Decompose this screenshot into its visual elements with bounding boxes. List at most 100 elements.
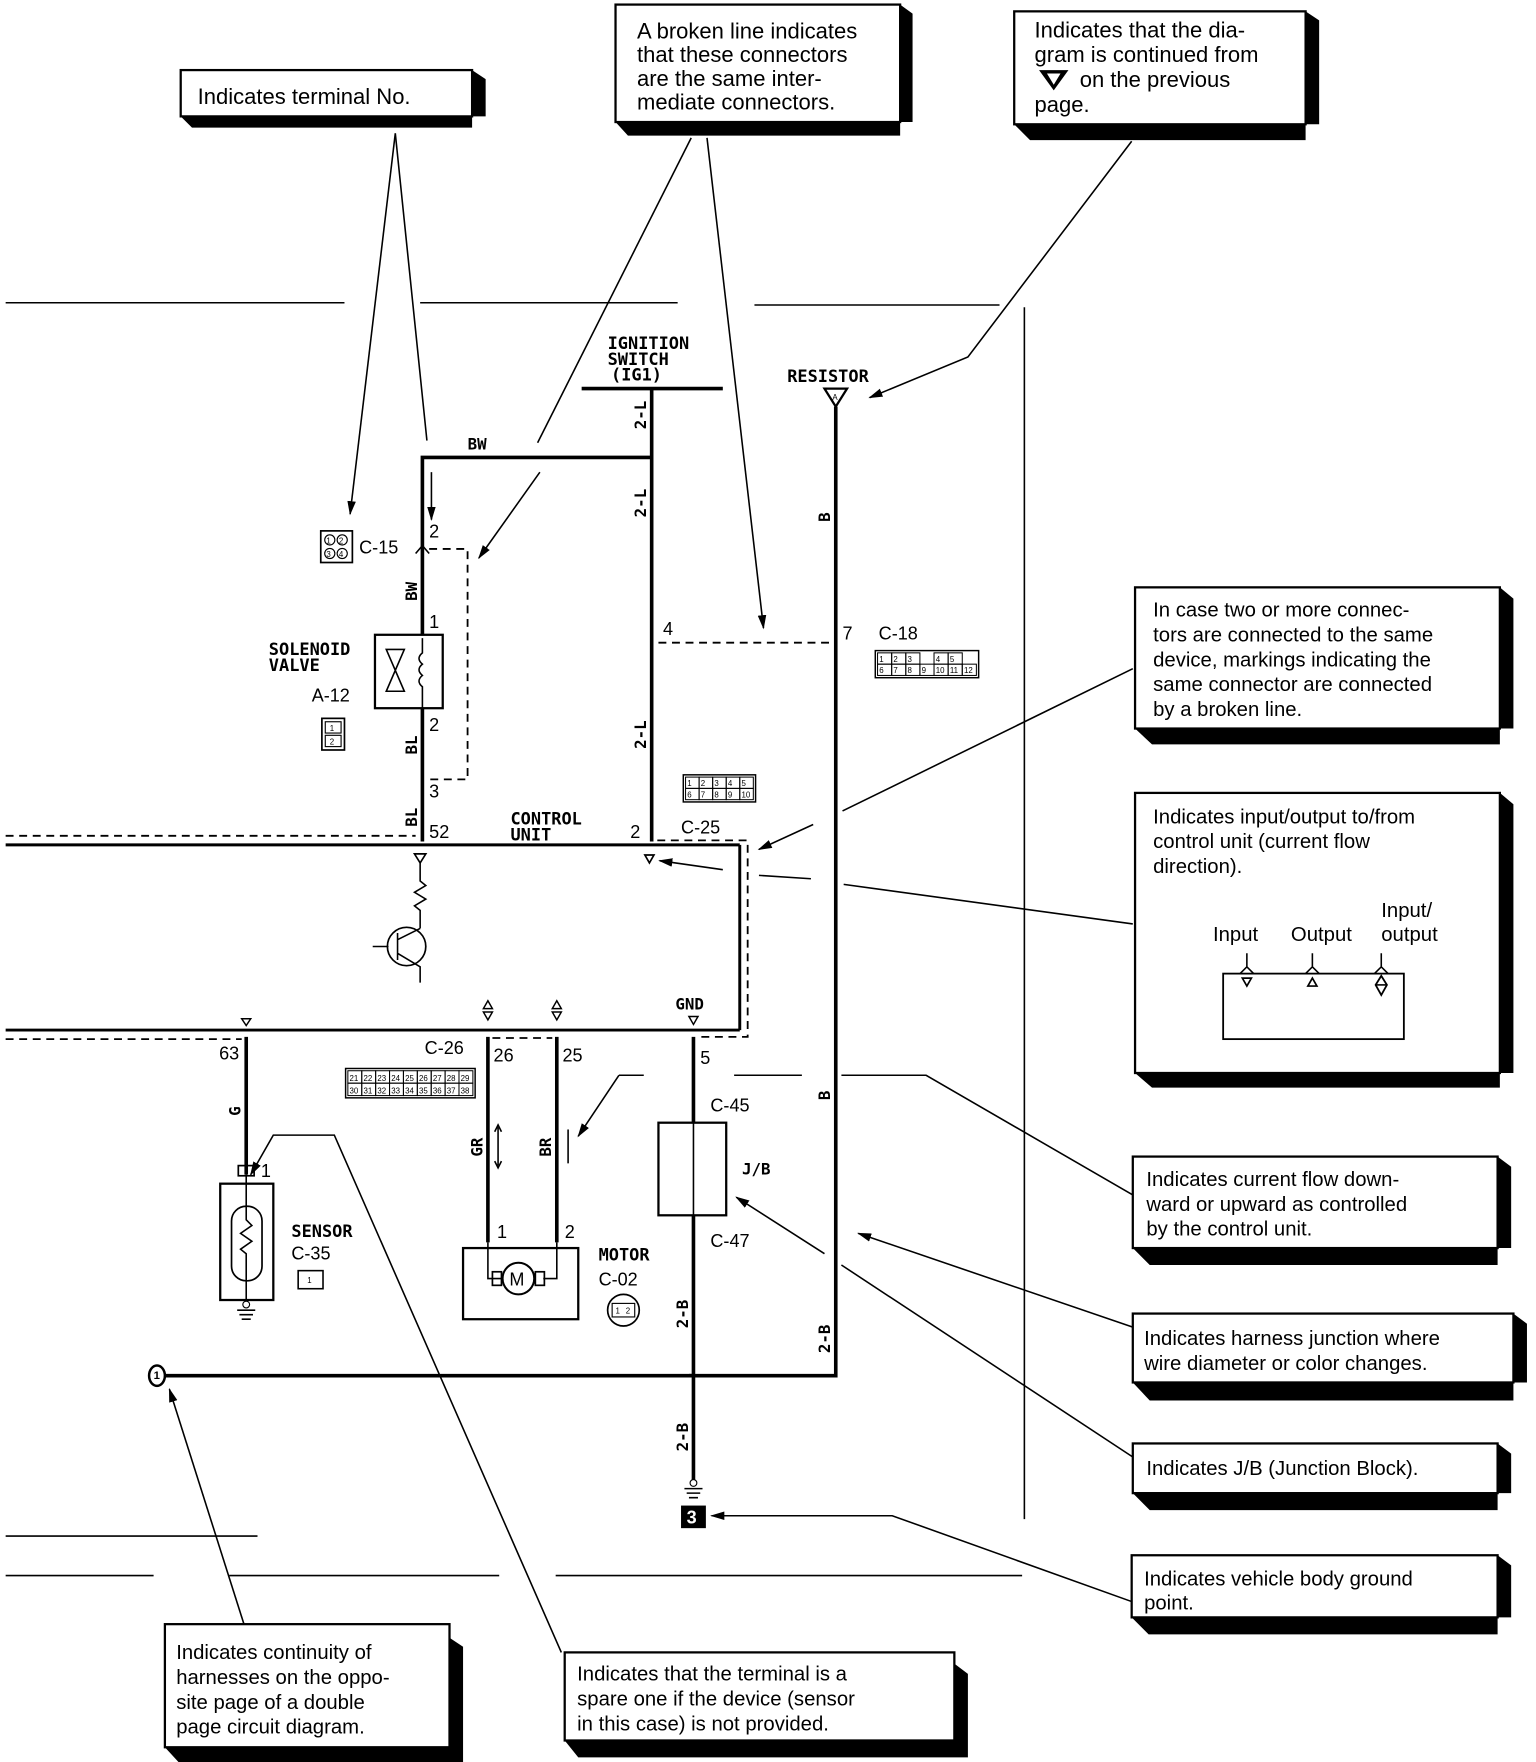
wire-br: 25 BR — [492, 1036, 583, 1243]
callout-text: Indicates harness junction where — [1144, 1328, 1440, 1350]
terminal-number: 5 — [700, 1048, 710, 1068]
callout-text: control unit (current flow — [1153, 831, 1370, 853]
connector-pin-number: 1 — [687, 779, 691, 788]
callout-text: device, markings indicating the — [1153, 649, 1431, 671]
connector-pin-number: 32 — [377, 1086, 386, 1095]
component-label: VALVE — [269, 655, 320, 675]
wire-label: BL — [402, 735, 421, 754]
wire-label: G — [226, 1106, 245, 1116]
ignition-switch-label: IGNITION — [608, 333, 690, 353]
terminal-number: 1 — [497, 1222, 507, 1242]
connector-pin-number: 8 — [907, 666, 912, 675]
connector-pin-number: 6 — [687, 790, 692, 799]
svg-text:4: 4 — [339, 550, 344, 559]
connector-pin-number: 34 — [405, 1086, 414, 1095]
broken-line-connector — [657, 839, 749, 1038]
callout-text: gram is continued from — [1035, 42, 1259, 67]
connector-pin — [458, 1082, 474, 1097]
connector-pin-number: 10 — [741, 790, 750, 799]
terminal-number: 7 — [843, 623, 853, 643]
io-legend-box — [1222, 972, 1405, 1041]
component-label: CONTROL — [510, 809, 581, 829]
continuation-marker: A — [832, 393, 838, 402]
callout-text: A broken line indicates — [637, 18, 857, 43]
connector-c15: 1 2 3 4 C-15 — [319, 530, 398, 564]
callout-text: harnesses on the oppo- — [176, 1667, 389, 1689]
connector-pin-number: 5 — [950, 655, 955, 664]
callout-text: Indicates terminal No. — [198, 84, 411, 109]
connector-pin-number: 11 — [950, 666, 958, 675]
callout-text: Indicates J/B (Junction Block). — [1146, 1458, 1418, 1480]
wire-bw: BW BW BL BL — [402, 435, 652, 842]
wire-label: 2-L — [631, 720, 650, 749]
callout-text: Indicates that the dia- — [1035, 17, 1246, 42]
connector-pin-number: 1 — [879, 655, 883, 664]
connector-pin-number: 8 — [714, 790, 719, 799]
wire-g: 63 G — [219, 1036, 249, 1175]
leader-lines — [168, 133, 1134, 1653]
connector-pin-number: 27 — [433, 1074, 442, 1083]
terminal-number: 2 — [429, 715, 439, 735]
terminal-number: 2 — [429, 522, 439, 542]
wire-label: 2-B — [673, 1423, 692, 1452]
svg-text:1: 1 — [307, 1276, 311, 1285]
ignition-switch-label: SWITCH — [608, 349, 669, 369]
terminal-symbol — [415, 544, 430, 554]
connector-pin-number: 31 — [363, 1086, 372, 1095]
connector-pin-number: 22 — [363, 1074, 372, 1083]
motor: M 1 2 MOTOR C-02 1 2 — [461, 1222, 650, 1327]
callout-jb: Indicates J/B (Junction Block). — [1131, 1442, 1512, 1511]
io-legend-label: Output — [1291, 924, 1352, 946]
connector-pin-number: 28 — [447, 1074, 456, 1083]
callout-text: wire diameter or color changes. — [1143, 1353, 1427, 1375]
connector-label: C-15 — [359, 537, 398, 557]
callout-text: In case two or more connec- — [1153, 600, 1409, 622]
connector-pin-number: 38 — [461, 1086, 470, 1095]
connector-pin-number: 2 — [893, 655, 897, 664]
connector-pin-number: 6 — [879, 666, 884, 675]
callout-text: by a broken line. — [1153, 699, 1302, 721]
terminal-number: 2 — [630, 822, 640, 842]
svg-text:1: 1 — [616, 1307, 620, 1316]
svg-text:3: 3 — [326, 550, 331, 559]
callout-text: point. — [1144, 1592, 1194, 1614]
connector-label: A-12 — [312, 685, 350, 705]
connector-label: C-18 — [879, 623, 918, 643]
connector-pin — [739, 787, 754, 801]
terminal-number: 4 — [663, 619, 673, 639]
callout-continued-from: Indicates that the dia- gram is continue… — [1013, 10, 1320, 141]
callout-text: page. — [1035, 92, 1090, 117]
control-unit: CONTROL UNIT 52 GND — [5, 809, 742, 1041]
ignition-switch-label: (IG1) — [611, 365, 662, 385]
callout-text: direction). — [1153, 856, 1242, 878]
io-legend-label: Input/ — [1381, 900, 1432, 922]
callout-text: page circuit diagram. — [176, 1717, 365, 1739]
connector-pin — [961, 663, 977, 676]
connector-pin-number: 35 — [419, 1086, 428, 1095]
resistor: RESISTOR A — [787, 366, 870, 409]
sensor: 1 SENSOR C-35 1 — [219, 1161, 353, 1321]
connector-pin-number: 21 — [350, 1074, 359, 1083]
continuation-marker-icon — [1039, 70, 1069, 91]
continuity-marker: 1 — [154, 1370, 160, 1382]
input-output-symbol-icon — [1373, 953, 1389, 997]
connector-pin-number: 25 — [405, 1074, 414, 1083]
motor-symbol-icon: M — [509, 1269, 524, 1289]
connector-pin-number: 7 — [701, 790, 705, 799]
broken-line-connector — [429, 548, 469, 781]
wire-label: 2-L — [631, 401, 650, 430]
connector-label: C-35 — [291, 1243, 330, 1263]
wire-gnd: 5 2-B 2-B — [673, 1036, 710, 1480]
gnd-label: GND — [675, 995, 704, 1014]
wire-label: B — [815, 512, 834, 522]
callout-broken-line: A broken line indicates that these conne… — [614, 3, 913, 136]
svg-text:1: 1 — [326, 536, 330, 545]
connector-label: C-45 — [710, 1095, 749, 1115]
terminal-number: 2 — [565, 1222, 575, 1242]
callout-text: spare one if the device (sensor — [577, 1688, 855, 1710]
connector-pin-number: 12 — [964, 666, 973, 675]
callout-text: mediate connectors. — [637, 90, 835, 115]
output-symbol-icon — [1305, 953, 1320, 987]
connector-pin-number: 36 — [433, 1086, 442, 1095]
